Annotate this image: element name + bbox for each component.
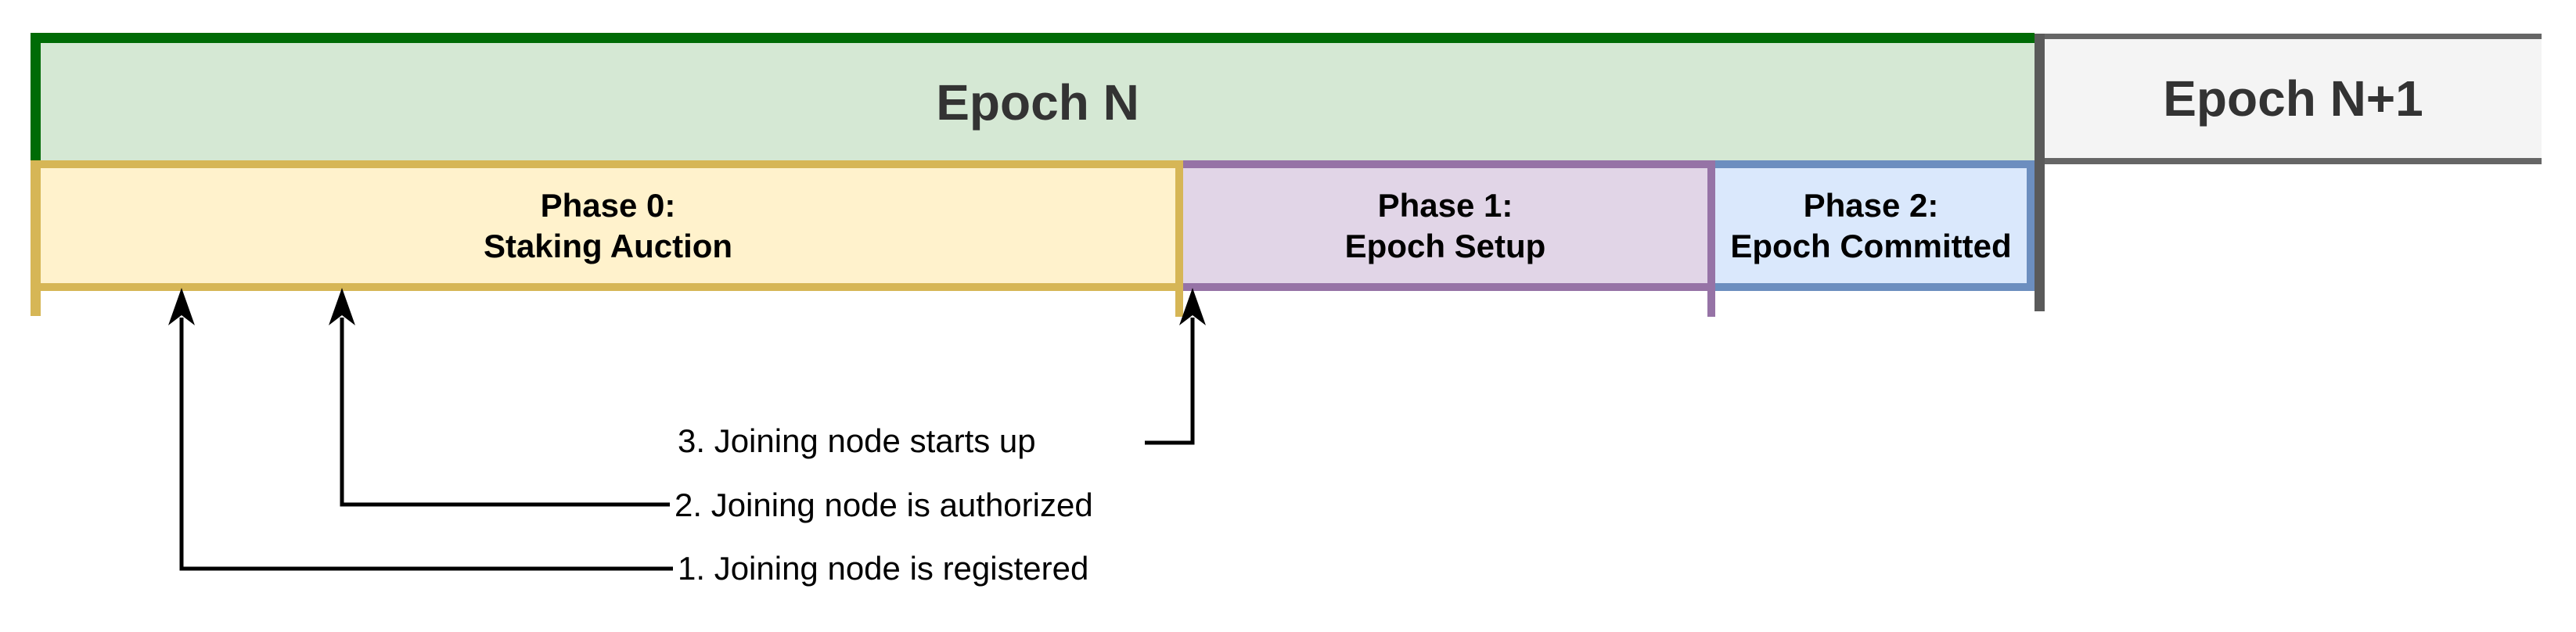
annotation-step-3: 3. Joining node starts up [678, 422, 1036, 459]
epoch-n-plus-1-bar: Epoch N+1 [2045, 34, 2542, 164]
phase-2-box: Phase 2: Epoch Committed [1715, 160, 2035, 291]
phase-2-subtitle: Epoch Committed [1730, 227, 2012, 264]
phase-0-subtitle: Staking Auction [483, 227, 733, 264]
epoch-n-label: Epoch N [936, 74, 1139, 131]
phase-0-box: Phase 0: Staking Auction [31, 160, 1183, 291]
phase-0-title: Phase 0: [540, 186, 676, 224]
arrow-2 [329, 288, 670, 507]
phase-1-subtitle: Epoch Setup [1344, 227, 1546, 264]
phase-1-phase-2-boundary-tick [1707, 289, 1715, 317]
epoch-boundary-divider [2035, 34, 2045, 311]
arrow-1 [168, 288, 673, 571]
epoch-n-plus-1-label: Epoch N+1 [2163, 70, 2423, 127]
arrow-3 [1145, 288, 1206, 445]
phase-1-title: Phase 1: [1377, 186, 1513, 224]
phase-1-box: Phase 1: Epoch Setup [1183, 160, 1715, 291]
annotation-step-1: 1. Joining node is registered [678, 550, 1089, 587]
epoch-n-bar: Epoch N [31, 33, 2035, 162]
annotation-step-2: 2. Joining node is authorized [675, 487, 1093, 523]
phase-0-phase-1-boundary-tick [1175, 289, 1183, 317]
phase-2-title: Phase 2: [1803, 186, 1939, 224]
phase-0-left-tick [31, 289, 41, 316]
